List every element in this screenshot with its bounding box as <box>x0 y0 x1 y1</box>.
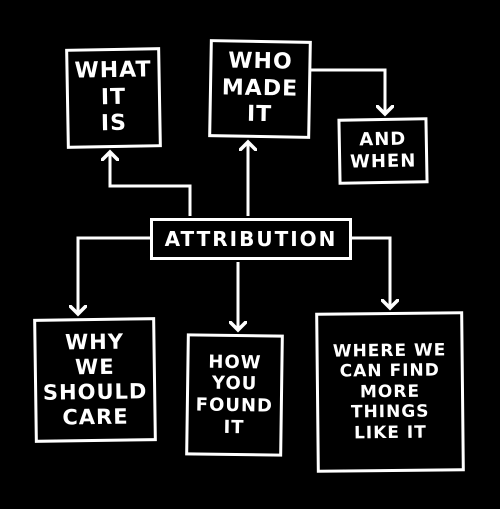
node-text-line: LIKE IT <box>353 422 427 443</box>
node-text-line: FOUND <box>195 394 274 417</box>
node-text-line: MORE <box>359 381 421 403</box>
node-text-line: WHERE WE <box>332 340 447 362</box>
arrow-to-what-it-is <box>110 152 192 216</box>
node-text-line: THINGS <box>350 401 430 423</box>
node-text-line: HOW <box>208 351 262 374</box>
node-text-line: IT <box>246 101 273 128</box>
node-text-line: WHEN <box>349 150 417 173</box>
node-and-when: AND WHEN <box>337 117 429 185</box>
arrow-to-and-when <box>311 68 385 114</box>
node-attribution-center: ATTRIBUTION <box>150 218 352 260</box>
arrow-to-where-we-can-find-more <box>352 236 390 308</box>
node-text-line: MADE <box>221 75 299 102</box>
node-text-line: IS <box>100 110 128 137</box>
node-text-line: SHOULD <box>42 379 148 405</box>
node-text-line: WE <box>74 354 115 380</box>
node-text-line: IT <box>100 84 127 111</box>
node-who-made-it: WHO MADE IT <box>208 39 312 139</box>
center-label: ATTRIBUTION <box>164 227 338 251</box>
arrow-to-why-we-should-care <box>78 236 150 314</box>
node-why-we-should-care: WHY WE SHOULD CARE <box>33 317 157 443</box>
node-what-it-is: WHAT IT IS <box>65 47 162 149</box>
node-text-line: CARE <box>62 404 129 430</box>
node-text-line: WHAT <box>74 57 152 85</box>
node-how-you-found-it: HOW YOU FOUND IT <box>185 333 284 457</box>
node-text-line: WHO <box>228 48 293 75</box>
node-where-we-can-find-more: WHERE WE CAN FIND MORE THINGS LIKE IT <box>315 311 465 473</box>
node-text-line: IT <box>223 416 245 438</box>
node-text-line: AND <box>359 128 407 151</box>
node-text-line: YOU <box>211 373 258 395</box>
node-text-line: CAN FIND <box>339 360 440 382</box>
node-text-line: WHY <box>64 329 125 355</box>
